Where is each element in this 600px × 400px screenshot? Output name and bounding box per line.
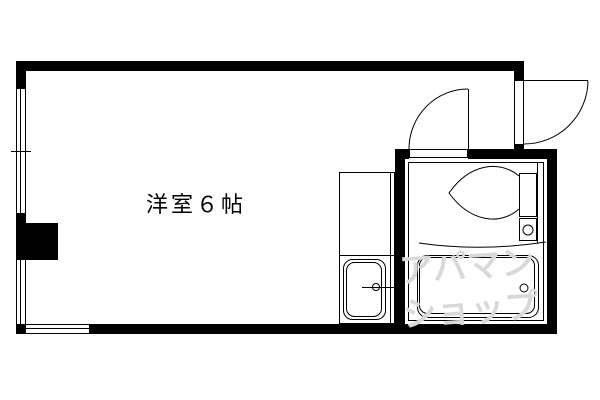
kitchen [339,172,395,324]
window-left [11,89,31,324]
outer-walls [16,61,524,334]
bathroom-walls [395,149,557,334]
entrance-door[interactable] [514,80,589,145]
bathroom-interior [408,162,547,321]
toilet [448,165,537,220]
bathroom-door[interactable] [408,88,469,158]
window-bottom [26,324,90,334]
pillar [16,223,58,260]
room-label-western-room: 洋室６帖 [146,193,247,218]
bathtub [417,255,539,318]
kitchen-sink [343,259,386,320]
wash-basin [519,218,537,241]
